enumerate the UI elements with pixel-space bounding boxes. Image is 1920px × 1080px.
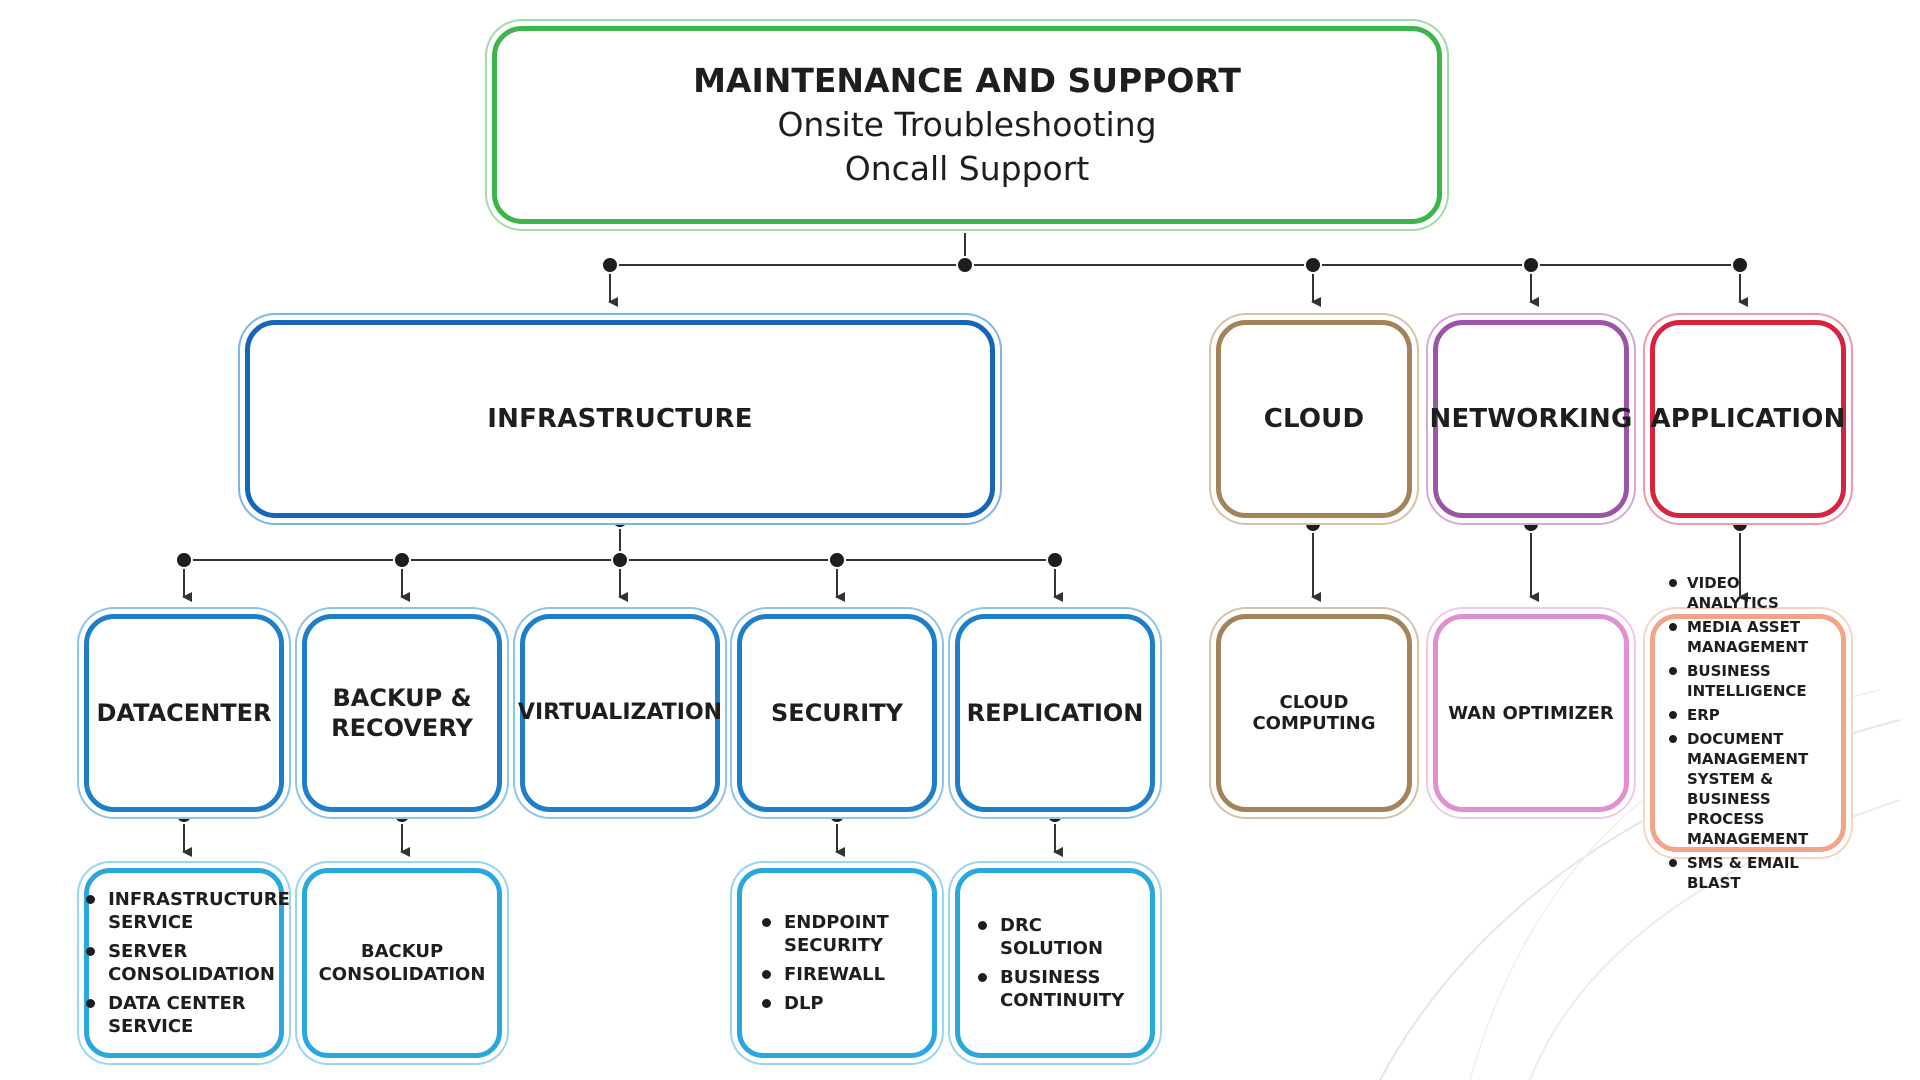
service-label: VIRTUALIZATION [517,700,723,725]
list-item: DATA CENTER SERVICE [84,992,290,1038]
category-label: INFRASTRUCTURE [487,404,753,434]
datacenter-list: INFRASTRUCTURE SERVICE SERVER CONSOLIDAT… [84,882,290,1044]
category-cloud: CLOUD [1216,320,1412,518]
application-list: VIDEO ANALYTICS MEDIA ASSET MANAGEMENT B… [1667,569,1833,897]
list-item: SERVER CONSOLIDATION [84,940,290,986]
service-replication: REPLICATION [955,614,1155,812]
detail-label: WAN OPTIMIZER [1448,702,1614,724]
detail-security-list: ENDPOINT SECURITY FIREWALL DLP [737,868,937,1058]
detail-application-list: VIDEO ANALYTICS MEDIA ASSET MANAGEMENT B… [1650,574,1846,892]
category-application: APPLICATION [1650,320,1846,518]
list-item: VIDEO ANALYTICS [1667,573,1833,613]
service-label: BACKUP & RECOVERY [331,684,473,742]
detail-label: CLOUD COMPUTING [1252,692,1376,734]
service-label: SECURITY [771,699,903,727]
detail-label: BACKUP CONSOLIDATION [318,941,486,985]
category-infrastructure: INFRASTRUCTURE [245,320,995,518]
detail-backup-consolidation: BACKUP CONSOLIDATION [302,868,502,1058]
category-networking: NETWORKING [1430,320,1632,518]
detail-wan-optimizer: WAN OPTIMIZER [1433,614,1629,812]
list-item: ERP [1667,705,1833,725]
service-datacenter: DATACENTER [84,614,284,812]
list-item: MEDIA ASSET MANAGEMENT [1667,617,1833,657]
security-list: ENDPOINT SECURITY FIREWALL DLP [760,905,918,1021]
list-item: SMS & EMAIL BLAST [1667,853,1833,893]
category-label: CLOUD [1263,404,1365,434]
list-item: DOCUMENT MANAGEMENT SYSTEM & BUSINESS PR… [1667,729,1833,849]
top-title: MAINTENANCE AND SUPPORT [693,61,1241,100]
service-label: DATACENTER [96,699,272,727]
list-item: FIREWALL [760,963,918,986]
service-virtualization: VIRTUALIZATION [517,614,723,812]
list-item: INFRASTRUCTURE SERVICE [84,888,290,934]
top-line-oncall: Oncall Support [844,149,1090,188]
list-item: DLP [760,992,918,1015]
detail-datacenter-list: INFRASTRUCTURE SERVICE SERVER CONSOLIDAT… [84,868,290,1058]
list-item: ENDPOINT SECURITY [760,911,918,957]
list-item: BUSINESS INTELLIGENCE [1667,661,1833,701]
list-item: BUSINESS CONTINUITY [976,966,1138,1012]
service-label: REPLICATION [966,699,1144,727]
top-line-onsite: Onsite Troubleshooting [777,105,1157,144]
detail-cloud-computing: CLOUD COMPUTING [1216,614,1412,812]
service-security: SECURITY [737,614,937,812]
maintenance-support-box: MAINTENANCE AND SUPPORT Onsite Troublesh… [492,26,1442,224]
service-backup-recovery: BACKUP & RECOVERY [302,614,502,812]
list-item: DRC SOLUTION [976,914,1138,960]
category-label: NETWORKING [1429,404,1633,434]
category-label: APPLICATION [1650,404,1846,434]
replication-list: DRC SOLUTION BUSINESS CONTINUITY [976,908,1138,1018]
detail-replication-list: DRC SOLUTION BUSINESS CONTINUITY [955,868,1155,1058]
